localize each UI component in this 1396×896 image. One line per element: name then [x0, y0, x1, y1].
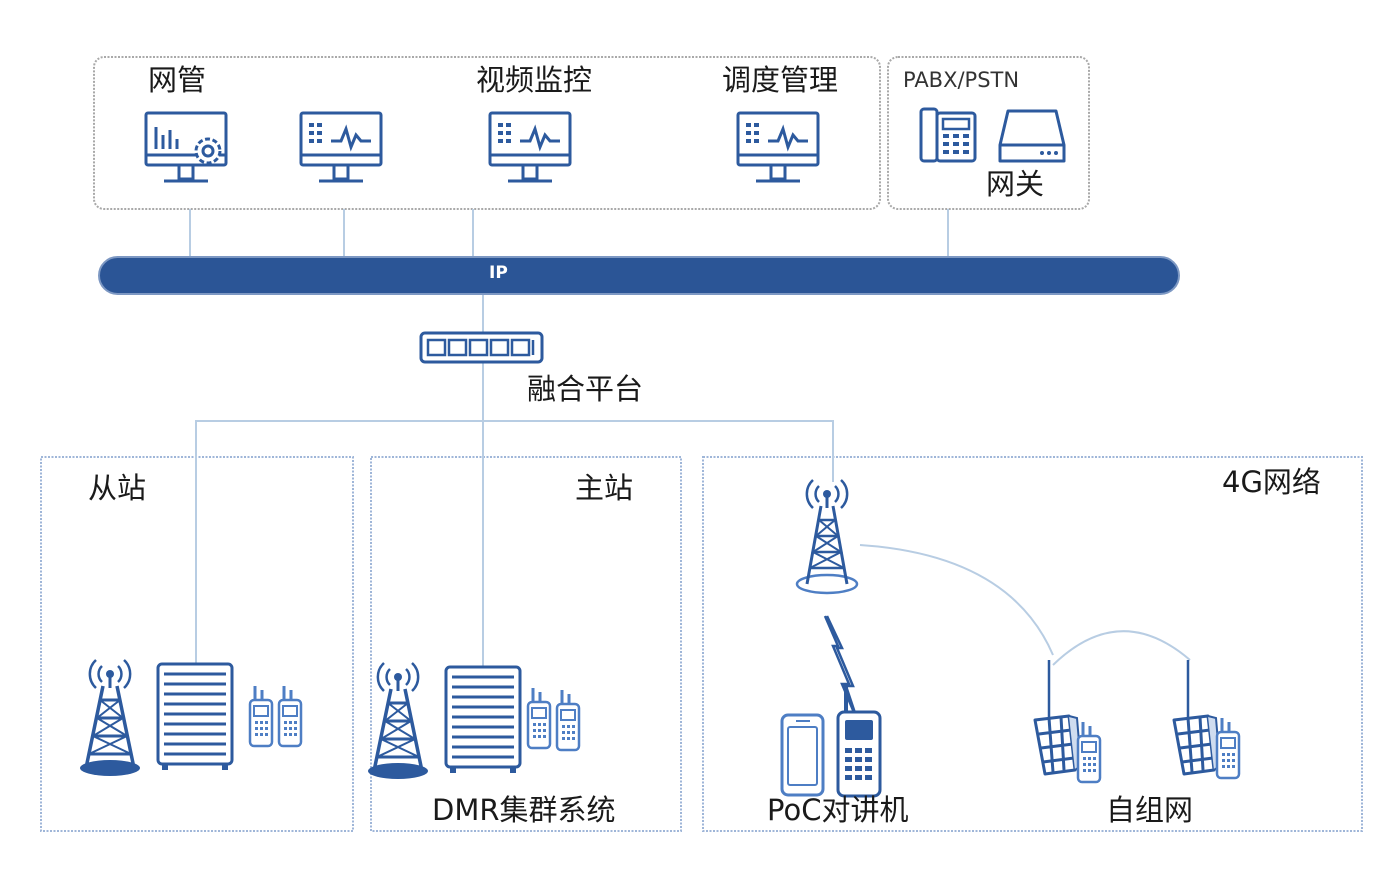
gateway-icon: [998, 109, 1066, 163]
cabinet-icon: [156, 662, 234, 772]
phone-terminal-icon: [780, 713, 825, 797]
lte-network-label: 4G网络: [1222, 465, 1321, 499]
radio-icon: [277, 684, 303, 748]
fusion-platform-label: 融合平台: [527, 372, 644, 406]
phone-icon: [919, 107, 977, 163]
portable-station-icon: [1033, 658, 1083, 776]
radio-icon: [836, 684, 882, 798]
ip-bus: [98, 256, 1180, 295]
monitor-icon: [736, 111, 820, 183]
nms-label: 网管: [148, 63, 207, 97]
master-station-label: 主站: [575, 471, 634, 505]
lightning-icon: [823, 615, 860, 723]
portable-station-icon: [1172, 658, 1222, 776]
dispatch-management-label: 调度管理: [722, 63, 839, 97]
video-monitoring-label: 视频监控: [476, 63, 593, 97]
lte-network-box: [702, 456, 1363, 832]
dmr-trunking-label: DMR集群系统: [432, 793, 616, 827]
server-icon: [419, 331, 544, 364]
connection-lines: [189, 209, 1191, 668]
master-station-box: [370, 456, 682, 832]
radio-icon: [1215, 716, 1241, 780]
slave-station-label: 从站: [88, 471, 147, 505]
tower-icon: [795, 478, 859, 595]
radio-icon: [1076, 720, 1102, 784]
nms-monitor-icon: [144, 111, 228, 183]
cabinet-icon: [444, 665, 522, 775]
pabx-pstn-label: PABX/PSTN: [903, 68, 1020, 92]
tower-icon: [78, 658, 142, 778]
gateway-label: 网关: [986, 167, 1045, 201]
poc-radio-label: PoC对讲机: [767, 793, 909, 827]
monitor-icon: [488, 111, 572, 183]
radio-icon: [555, 688, 581, 752]
radio-icon: [526, 686, 552, 750]
ip-bus-label: IP: [489, 263, 508, 283]
radio-icon: [248, 684, 274, 748]
adhoc-network-label: 自组网: [1106, 793, 1194, 827]
top-management-box: [93, 56, 881, 210]
monitor-icon: [299, 111, 383, 183]
pabx-box: [887, 56, 1090, 210]
tower-icon: [366, 661, 430, 781]
